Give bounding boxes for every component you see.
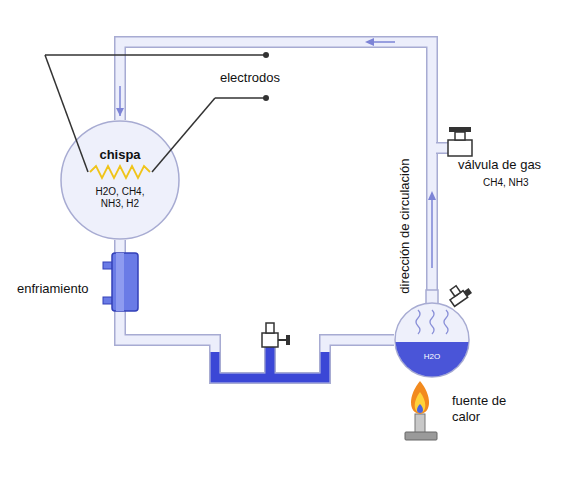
part-label: electrodos	[220, 70, 280, 86]
steam-line	[444, 310, 448, 334]
flask-water	[396, 342, 469, 377]
trap-valve-part	[262, 333, 278, 347]
part-label: enfriamiento	[17, 281, 89, 297]
trap-valve	[262, 323, 290, 374]
electrode-wires-part	[45, 54, 266, 56]
glass-tube	[120, 240, 394, 378]
gas-valve-part	[455, 132, 465, 140]
gas-valve-part	[449, 127, 471, 132]
flame-part	[417, 404, 423, 413]
flask-stopcock-part	[450, 286, 460, 297]
reaction-sphere: chispaH2O, CH4, NH3, H2	[60, 120, 180, 240]
trap-valve-part	[266, 346, 275, 374]
electrode-wire	[152, 98, 215, 172]
trap-valve-part	[266, 323, 274, 333]
burner	[405, 414, 437, 440]
flow-arrow-part	[428, 191, 436, 200]
burner-part	[405, 432, 437, 440]
gas-mixture: H2O, CH4, NH3, H2	[89, 186, 151, 210]
gas-formula: CH4, NH3	[483, 177, 529, 190]
steam-line	[430, 310, 434, 334]
water-flask-outline	[394, 302, 470, 378]
electrode-wires-part	[263, 52, 269, 58]
flame-part	[415, 392, 426, 413]
part-label: válvula de gas	[458, 157, 541, 173]
tube-bore	[120, 240, 394, 378]
flask-content: H2O	[412, 352, 452, 362]
gas-valve-part	[448, 140, 472, 156]
sphere-outline	[61, 121, 179, 239]
flask-stopcock-part	[464, 288, 472, 296]
reaction-sphere-outline	[60, 120, 180, 240]
spark-zigzag	[90, 166, 150, 178]
flow-arrow-part	[431, 196, 433, 268]
condenser-part	[116, 253, 124, 311]
trap-valve-part	[286, 335, 290, 345]
steam-line	[416, 310, 420, 334]
flow-arrow	[119, 86, 121, 116]
flask-stopcock	[445, 281, 472, 307]
flask-outline	[395, 303, 469, 377]
electrode-wire	[45, 55, 88, 172]
condenser	[103, 253, 138, 311]
electrode-wires-part	[263, 95, 269, 101]
burner-part	[415, 414, 425, 434]
water-flask: H2O	[394, 302, 470, 378]
flow-arrow-part	[365, 38, 374, 46]
flow-label: dirección de circulación	[398, 158, 414, 293]
part-label: fuente de calor	[452, 393, 514, 426]
node-title: chispa	[80, 147, 160, 163]
gas-valve	[432, 127, 472, 156]
electrode-wires-part	[215, 97, 266, 99]
flame	[411, 381, 429, 414]
condenser-part	[112, 253, 138, 311]
tube-wall	[120, 240, 394, 378]
flame-part	[411, 381, 429, 414]
